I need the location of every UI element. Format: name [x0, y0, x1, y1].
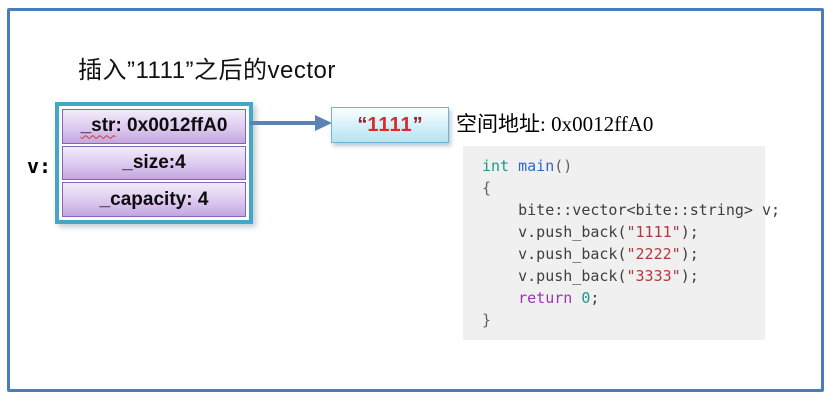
struct-row-str: _str: 0x0012ffA0 [62, 109, 246, 144]
size-field-value: :4 [168, 152, 186, 173]
vector-struct-box: _str: 0x0012ffA0 _size:4 _capacity: 4 [55, 102, 253, 224]
str-field-name: _str [80, 115, 116, 137]
struct-row-capacity: _capacity: 4 [62, 182, 246, 218]
heap-value-box: “1111” [331, 107, 449, 143]
code-line: { [482, 179, 492, 197]
code-lines: int main(){ bite::vector<bite::string> v… [482, 155, 781, 331]
size-field-name: _size [122, 152, 169, 173]
open-quote: “ [357, 113, 368, 136]
space-address-label: 空间地址: [456, 112, 552, 136]
pointer-arrow-icon [250, 115, 332, 131]
code-snippet: int main(){ bite::vector<bite::string> v… [463, 146, 781, 340]
space-address-line: 空间地址: 0x0012ffA0 [456, 108, 653, 138]
space-address-value: 0x0012ffA0 [551, 112, 654, 136]
code-line: return 0; [518, 289, 600, 307]
str-field-value: : 0x0012ffA0 [115, 115, 228, 137]
capacity-field-name: _capacity [99, 188, 187, 210]
code-line: bite::vector<bite::string> v; [482, 201, 781, 219]
diagram-title: 插入”1111”之后的vector [78, 57, 336, 84]
heap-value-text: 1111 [367, 113, 413, 136]
code-line: v.push_back("3333"); [482, 267, 699, 285]
code-line: v.push_back("2222"); [482, 245, 699, 263]
struct-row-size: _size:4 [62, 145, 246, 181]
capacity-field-value: : 4 [186, 188, 209, 210]
vector-variable-label: v: [27, 154, 52, 178]
close-quote: ” [412, 113, 423, 136]
code-line: v.push_back("1111"); [482, 223, 699, 241]
code-line: } [482, 311, 492, 329]
code-line: int main() [482, 157, 573, 175]
